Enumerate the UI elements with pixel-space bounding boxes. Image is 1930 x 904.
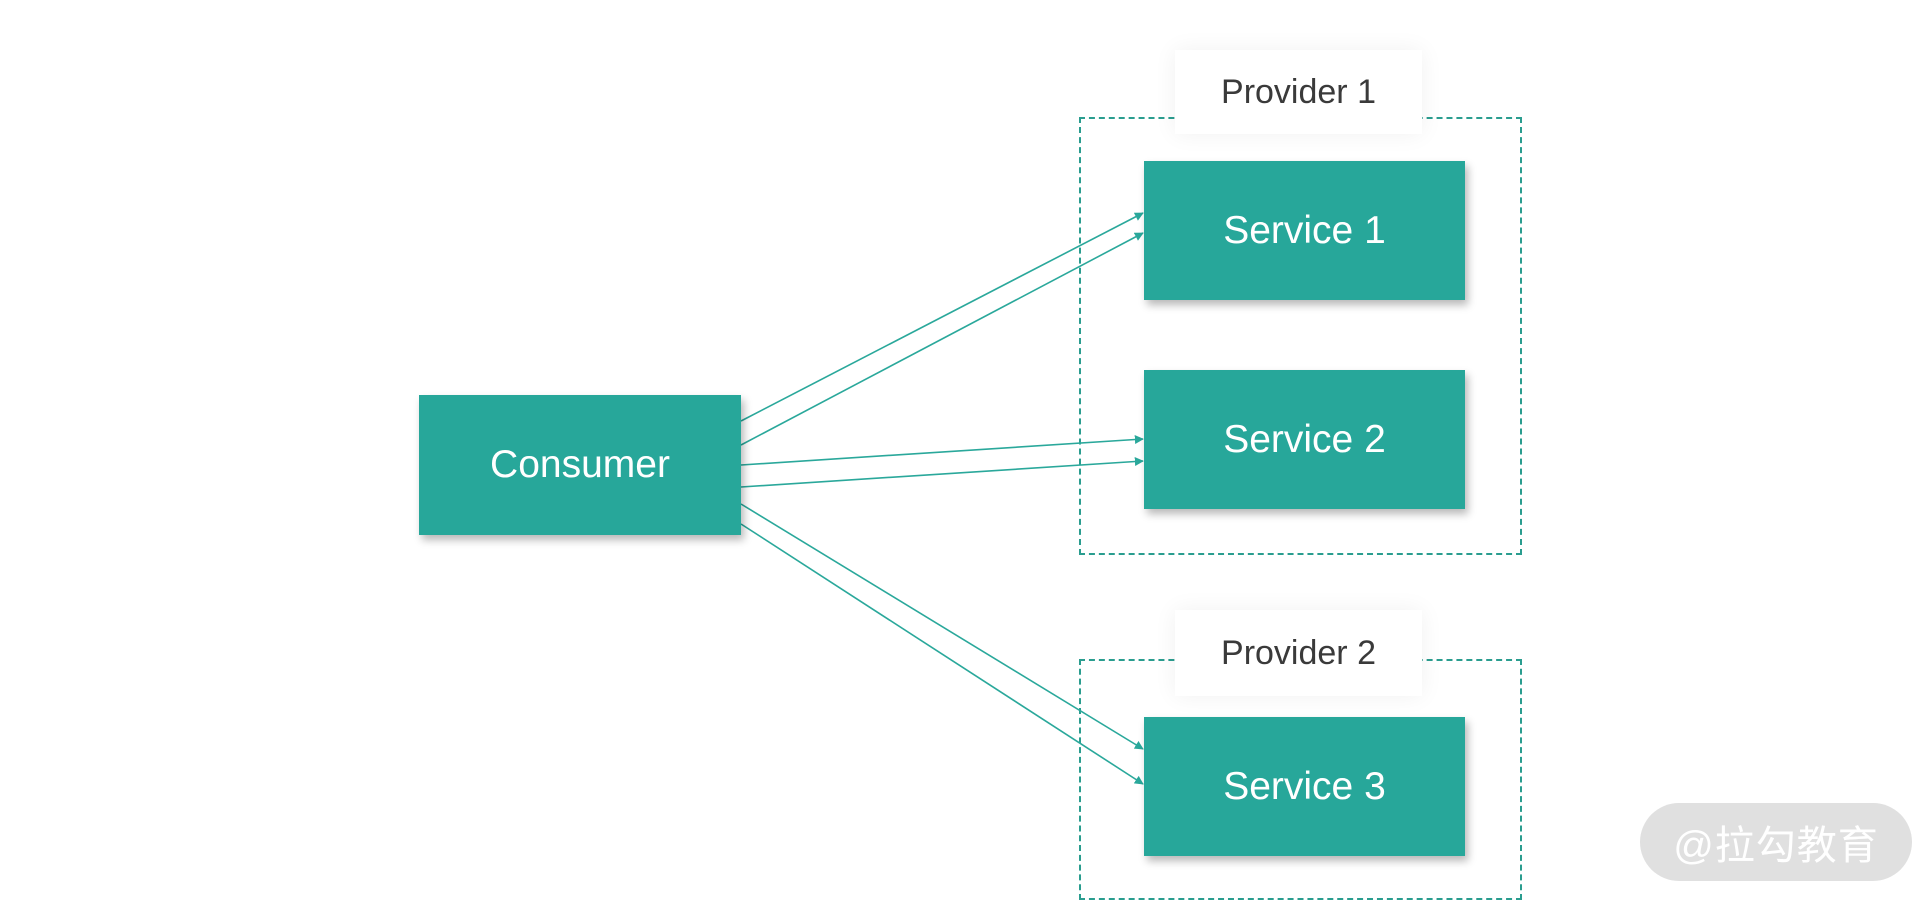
service-1-node: Service 1: [1144, 161, 1465, 300]
service-2-node: Service 2: [1144, 370, 1465, 509]
provider-2-label: Provider 2: [1175, 610, 1422, 696]
consumer-node: Consumer: [419, 395, 741, 535]
provider-1-label: Provider 1: [1175, 50, 1422, 134]
service-3-node: Service 3: [1144, 717, 1465, 856]
watermark-badge: @拉勾教育: [1640, 803, 1912, 881]
